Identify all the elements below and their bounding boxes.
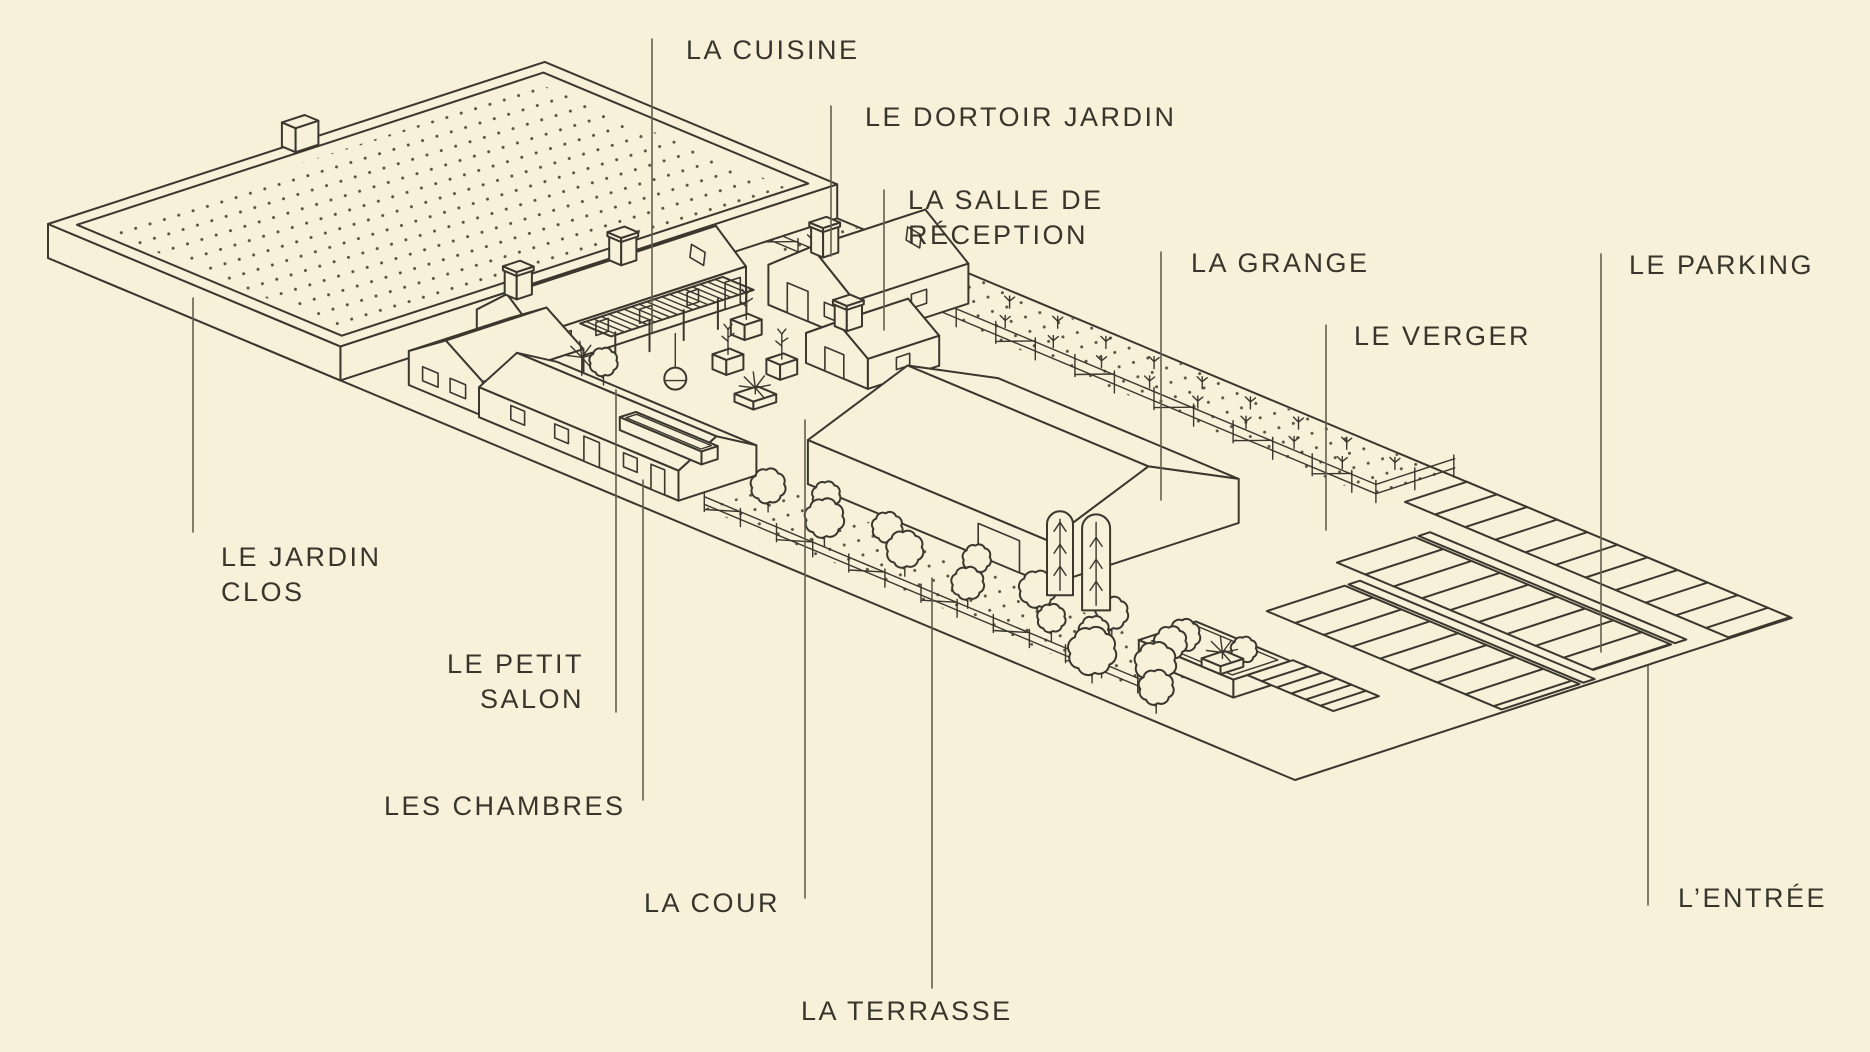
- label-la-cour: LA COUR: [644, 888, 781, 918]
- label-l-entree: L’ENTRÉE: [1678, 883, 1828, 913]
- label-les-chambres: LES CHAMBRES: [384, 791, 626, 821]
- road-stripes: [1404, 480, 1792, 639]
- label-la-grange: LA GRANGE: [1191, 248, 1370, 278]
- label-le-dortoir-jardin: LE DORTOIR JARDIN: [865, 102, 1177, 132]
- walled-garden-le-jardin-clos: [47, 60, 839, 382]
- label-la-terrasse: LA TERRASSE: [801, 996, 1013, 1026]
- south-corner-trees: [1067, 615, 1188, 714]
- label-le-verger: LE VERGER: [1354, 321, 1532, 351]
- courtyard-objects-la-cour: [565, 288, 799, 466]
- entrance-path: [1246, 659, 1380, 713]
- label-la-cuisine: LA CUISINE: [686, 35, 860, 65]
- label-le-parking: LE PARKING: [1629, 250, 1815, 280]
- reception-building: [805, 293, 941, 390]
- barn-la-grange: [806, 364, 1240, 586]
- leader-lines: [192, 38, 1649, 989]
- chambres-building: [478, 351, 758, 502]
- parking-le-parking: [1265, 531, 1688, 711]
